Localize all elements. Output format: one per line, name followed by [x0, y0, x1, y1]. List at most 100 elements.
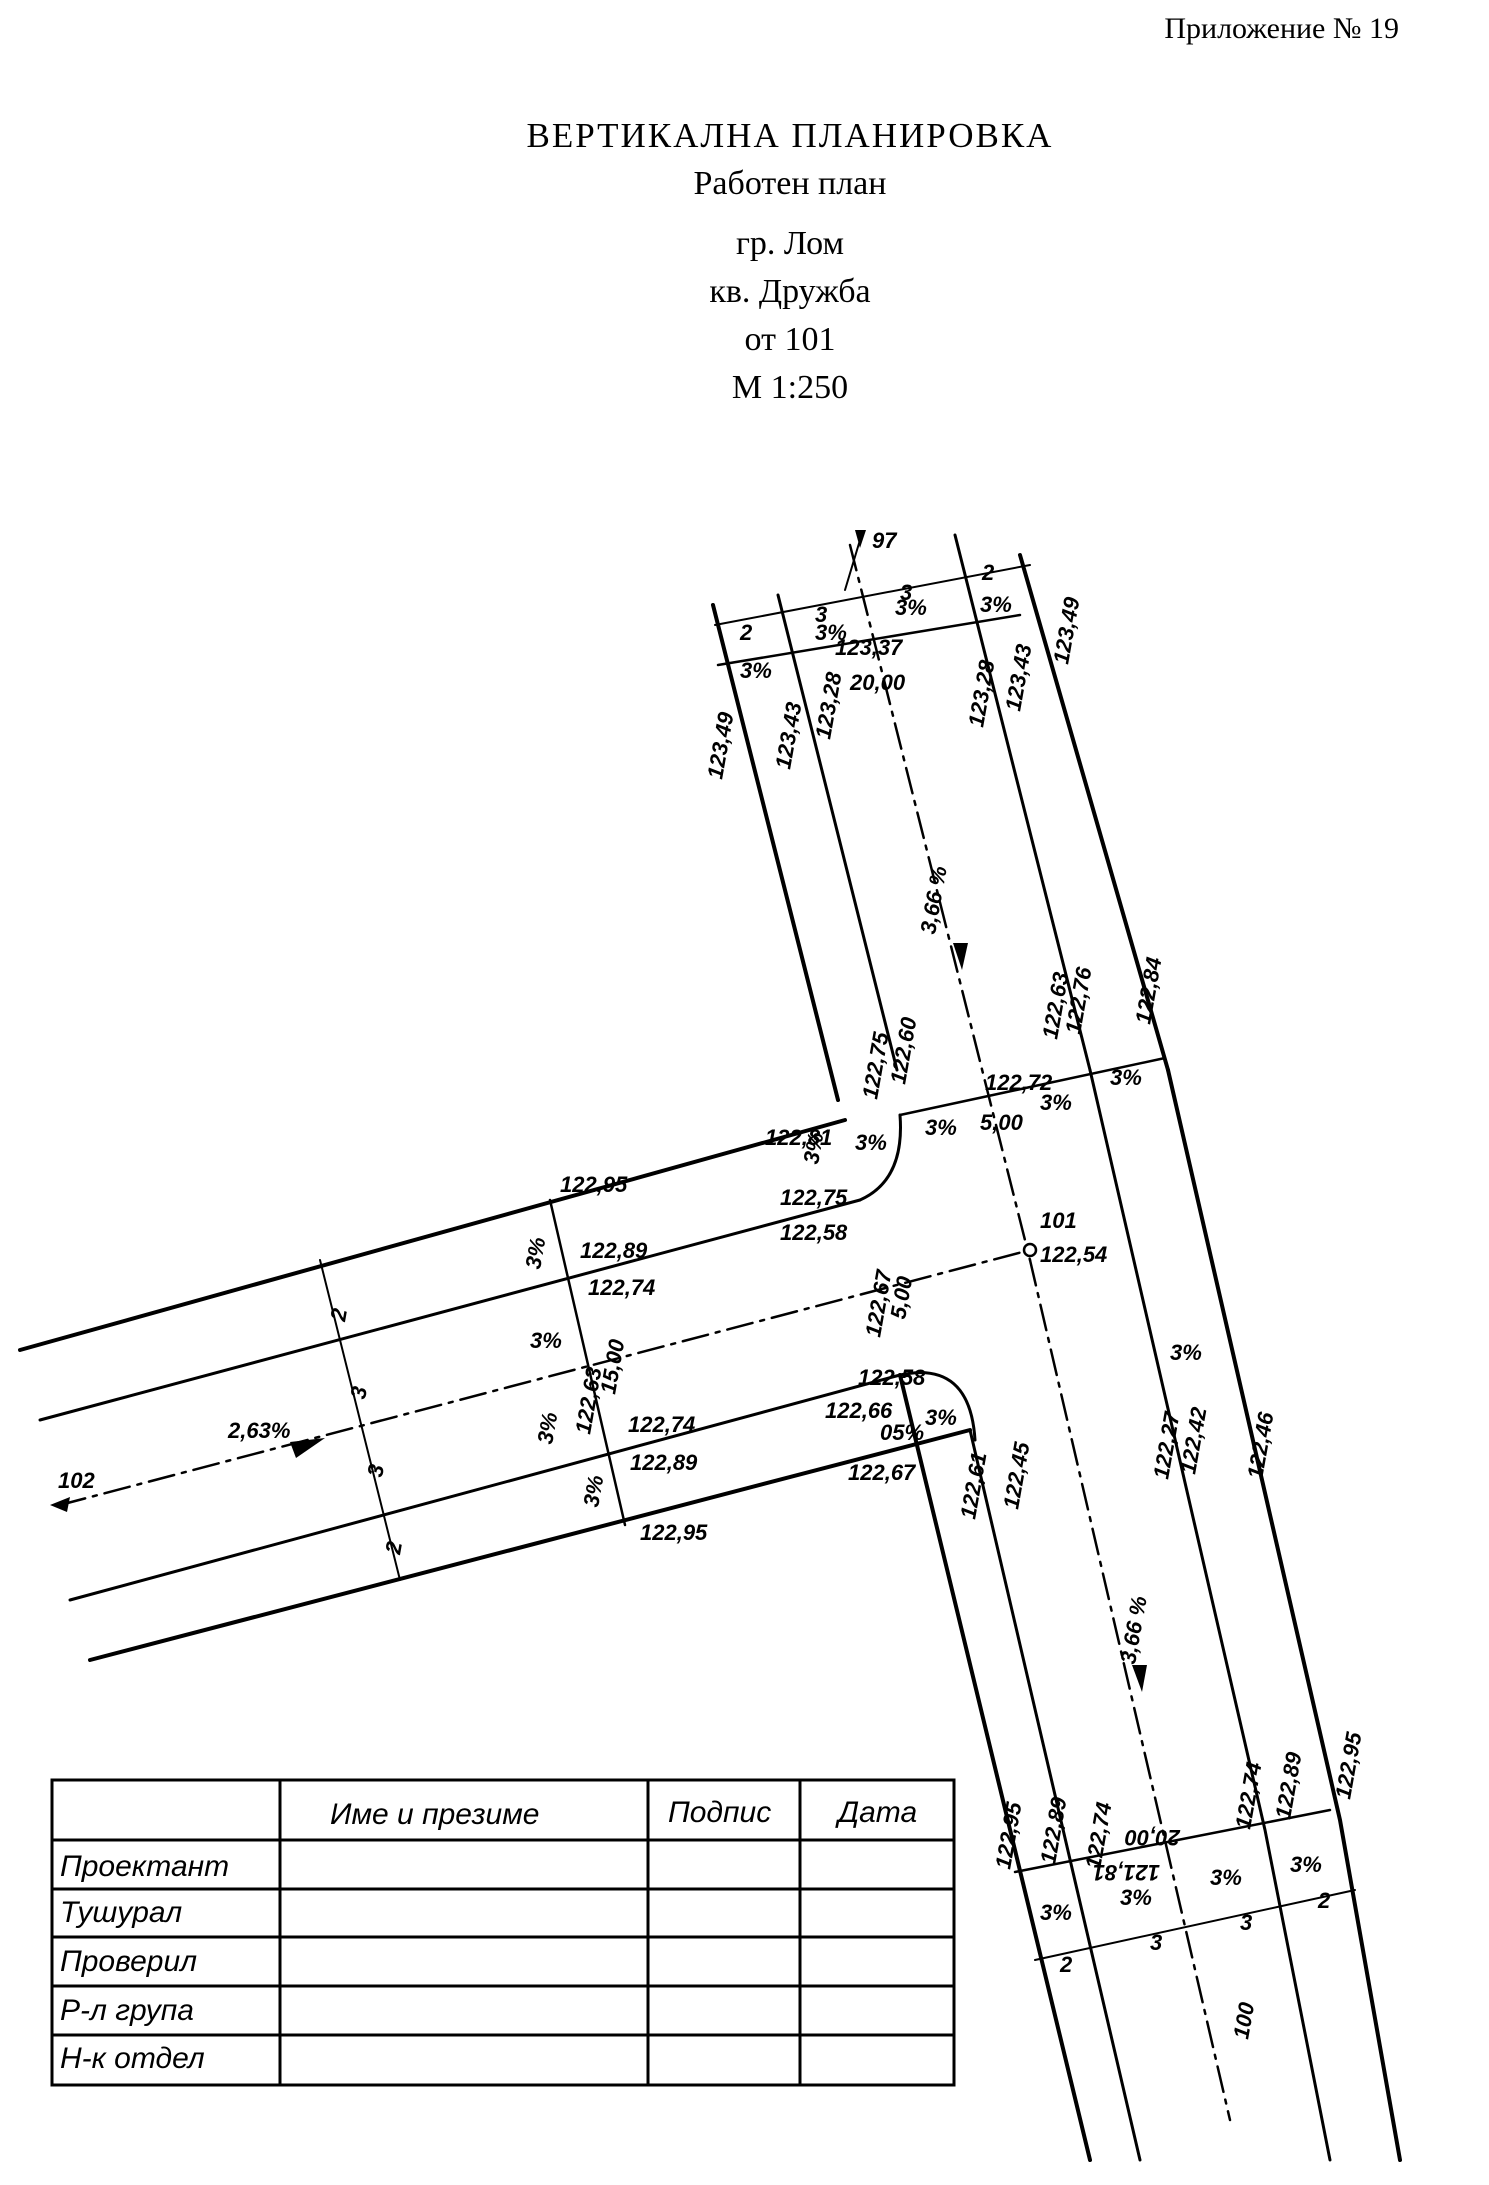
plan-label-bot-s4: 3%	[1290, 1852, 1322, 1877]
plan-label-ww-e3: 122,95	[640, 1520, 708, 1545]
scale: М 1:250	[731, 369, 849, 406]
table-row-label: Н-к отдел	[60, 2042, 205, 2075]
plan-label-top-s2: 3%	[815, 620, 847, 645]
road-edge	[1166, 1068, 1402, 2162]
plan-label-ww-e1: 122,74	[628, 1412, 695, 1437]
cross-section	[716, 613, 1022, 667]
road-edge	[953, 533, 1092, 1072]
signature-table	[50, 1778, 956, 2087]
plan-label-bot-s3: 3%	[1210, 1865, 1242, 1890]
plan-label-nw-e3: 122,58	[780, 1220, 848, 1245]
plan-label-nw-e2: 122,75	[780, 1185, 848, 1210]
plan-label-w-s4: 3%	[578, 1473, 608, 1509]
plan-label-south-grade: 3,66 %	[1115, 1594, 1152, 1666]
district: кв. Дружба	[709, 273, 871, 310]
plan-label-mid-s1: 3%	[855, 1130, 887, 1155]
plan-label-top-s1: 3%	[740, 658, 772, 683]
plan-label-w-s2: 3%	[530, 1328, 562, 1353]
header: Приложение № 19 ВЕРТИКАЛНА ПЛАНИРОВКА Ра…	[0, 0, 1489, 440]
plan-label-w-w3b: 3	[362, 1462, 389, 1478]
title: ВЕРТИКАЛНА ПЛАНИРОВКА	[526, 116, 1054, 155]
plan-label-bot-ch: 20,00	[1124, 1825, 1181, 1850]
plan-label-w-s3: 3%	[532, 1410, 562, 1446]
plan-label-sw-s05: 05%	[880, 1420, 924, 1445]
plan-label-se-s: 3%	[1170, 1340, 1202, 1365]
plan-label-se-e2: 122,45	[998, 1440, 1034, 1511]
road-edge	[898, 1373, 1092, 2162]
table-row-label: Проверил	[60, 1945, 197, 1978]
plan-label-w-s1: 3%	[520, 1235, 550, 1271]
plan-label-top-s4: 3%	[980, 592, 1012, 617]
plan-label-w-w3a: 3	[345, 1384, 372, 1400]
road-edge	[88, 1428, 972, 1662]
subtitle: Работен план	[693, 165, 887, 202]
plan-label-north-point: 97	[872, 528, 898, 553]
west-arrowhead	[50, 1497, 70, 1512]
plan-label-bot-w2: 2	[1059, 1952, 1073, 1977]
table-row-label: Р-л група	[60, 1994, 194, 2027]
north-arrow-line	[844, 539, 861, 591]
plan-label-top-e1: 123,49	[702, 710, 738, 781]
plan-label-ww-e2: 122,89	[630, 1450, 698, 1475]
point-101-marker	[1022, 1242, 1038, 1258]
plan-label-bot-e4: 122,74	[1230, 1760, 1266, 1831]
plan-label-bot-w2b: 2	[1317, 1888, 1331, 1913]
title-block: ВЕРТИКАЛНА ПЛАНИРОВКА Работен план гр. Л…	[0, 112, 1489, 412]
plan-label-mid-e2: 122,60	[885, 1015, 921, 1086]
dimension-line	[319, 1259, 401, 1581]
appendix-label: Приложение № 19	[1164, 12, 1399, 45]
plan-label-mid-ch: 5,00	[980, 1110, 1024, 1135]
grade-arrow	[1132, 1665, 1147, 1692]
plan-label-sw-s: 3%	[925, 1405, 957, 1430]
plan-label-mid-e5: 122,84	[1130, 955, 1166, 1026]
plan-label-bot-w3b: 3	[1240, 1910, 1252, 1935]
road-edge	[18, 1118, 847, 1352]
plan-label-mid-s3: 3%	[1040, 1090, 1072, 1115]
plan-label-bot-s2: 3%	[1120, 1885, 1152, 1910]
plan-label-mid-s2: 3%	[925, 1115, 957, 1140]
plan-label-w-w2b: 2	[380, 1539, 407, 1557]
plan-label-west-point: 102	[58, 1468, 95, 1493]
road-edge	[68, 1373, 902, 1602]
plan-label-bot-e2: 122,89	[1035, 1795, 1071, 1866]
road-edge	[711, 603, 840, 1102]
plan-label-top-w2: 2	[739, 620, 753, 645]
plan-label-top-chainage: 20,00	[849, 670, 906, 695]
plan-label-top-e3: 123,28	[810, 670, 846, 741]
plan-label-w-e2: 122,89	[580, 1238, 648, 1263]
plan-label-top-e6: 123,49	[1048, 595, 1084, 666]
plan-label-top-w3b: 3	[900, 580, 912, 605]
plan-label-w-e1: 122,95	[560, 1172, 628, 1197]
table-header-signature: Подпис	[668, 1796, 771, 1829]
plan-label-sw-e2: 122,66	[825, 1398, 893, 1423]
plan-label-top-w2b: 2	[981, 560, 995, 585]
plan-label-sw-e1: 122,58	[858, 1365, 926, 1390]
plan-label-se-e1: 122,61	[955, 1450, 991, 1521]
reference-point: от 101	[744, 321, 836, 358]
plan-label-bot-e5: 122,89	[1270, 1750, 1306, 1821]
cross-section	[1013, 1808, 1332, 1874]
north-arrowhead	[855, 530, 866, 548]
road-edge	[1018, 553, 1170, 1072]
plan-label-mid-s5: 3%	[798, 1130, 828, 1166]
plan-label-top-e5: 123,43	[1000, 642, 1036, 713]
plan-label-south-point: 100	[1228, 2000, 1259, 2041]
cross-section	[548, 1198, 627, 1527]
cross-section	[898, 1056, 1167, 1117]
plan-label-top-w3a: 3	[815, 602, 827, 627]
plan-label-center-point: 101	[1040, 1208, 1077, 1233]
plan-label-bot-e1: 122,95	[990, 1800, 1026, 1871]
table-header-name: Име и презиме	[330, 1798, 540, 1831]
town: гр. Лом	[735, 225, 845, 262]
corner-curve	[898, 1371, 977, 1442]
dimension-line	[1034, 1889, 1356, 1961]
plan-label-top-s3: 3%	[895, 595, 927, 620]
road-axis	[58, 1248, 1032, 1507]
plan-label-nw-e1: 122,81	[765, 1125, 832, 1150]
plan-label-sw-e3: 122,67	[848, 1460, 917, 1485]
grade-arrow	[953, 943, 968, 970]
plan-label-w-ch: 15,00	[595, 1337, 629, 1396]
table-header-date: Дата	[835, 1796, 917, 1829]
plan-label-bot-s1: 3%	[1040, 1900, 1072, 1925]
